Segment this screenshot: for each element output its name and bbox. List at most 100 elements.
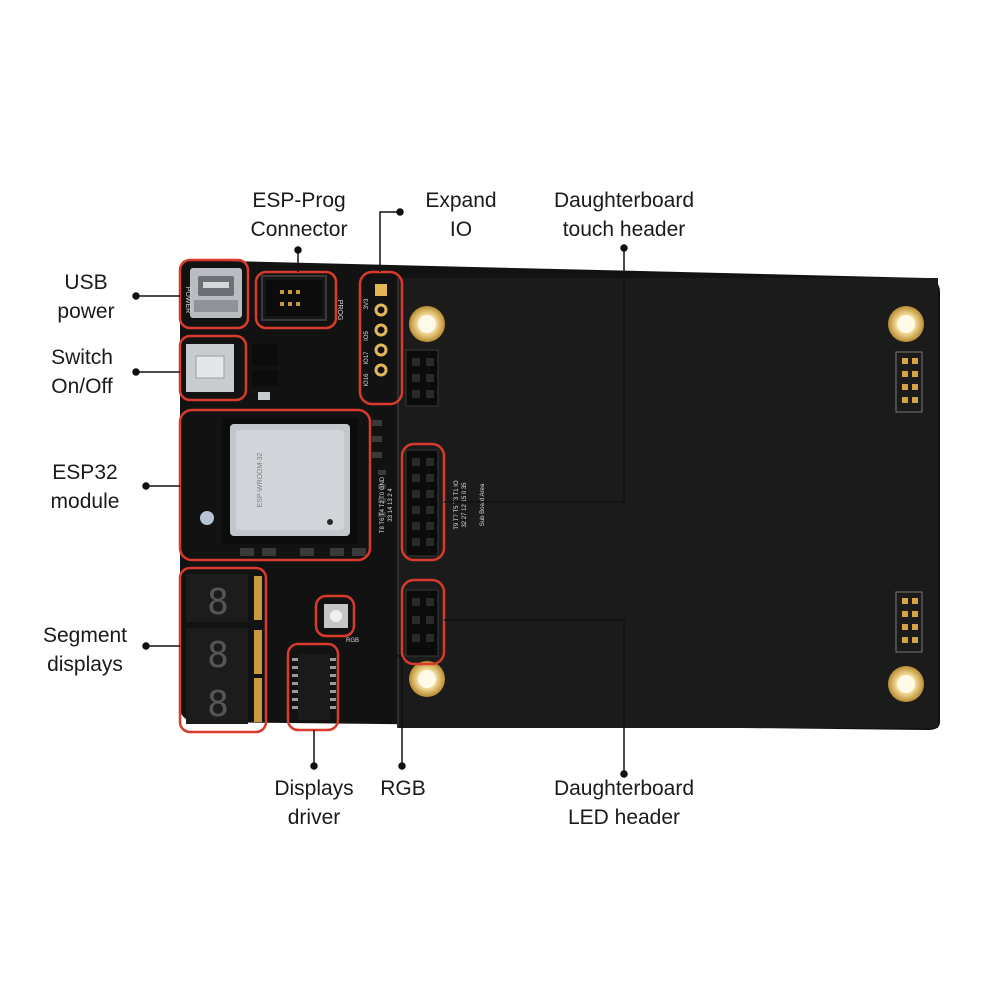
leader-touch-header bbox=[444, 248, 625, 503]
expand-io-pins-icon bbox=[374, 284, 388, 377]
header-pin bbox=[426, 474, 434, 482]
rgb-silkscreen: RGB bbox=[346, 638, 359, 644]
mounting-hole-icon bbox=[888, 306, 924, 342]
leader-rgb bbox=[353, 629, 403, 766]
label-touch-header: Daughterboard touch header bbox=[553, 189, 695, 241]
touch-pin-row: 33 14 13 2 4 bbox=[388, 488, 394, 522]
callout-led-header bbox=[400, 578, 446, 666]
daughterboard-connector-icon bbox=[895, 351, 923, 413]
callout-segment bbox=[178, 566, 268, 734]
rgb-led-icon bbox=[324, 604, 348, 628]
header-pin bbox=[412, 490, 420, 498]
header-pin bbox=[912, 358, 918, 364]
header-pin bbox=[902, 624, 908, 630]
esp-prog-header-icon bbox=[261, 275, 327, 321]
header-pins bbox=[412, 358, 918, 643]
usb-connector-icon bbox=[190, 268, 242, 318]
esp32-module-icon bbox=[200, 418, 358, 544]
header-pin bbox=[426, 538, 434, 546]
header-pin bbox=[426, 374, 434, 382]
header-pin bbox=[412, 474, 420, 482]
header-pin bbox=[412, 538, 420, 546]
header-pin bbox=[426, 458, 434, 466]
passive-components bbox=[240, 420, 386, 556]
callout-switch bbox=[178, 334, 248, 402]
header-pin bbox=[902, 371, 908, 377]
segment-display-icon bbox=[186, 628, 262, 676]
header-pin bbox=[426, 490, 434, 498]
label-esp32-module: ESP32 module bbox=[50, 461, 120, 513]
touch-pin-row: T8 T6 T4 T2 T0 GND bbox=[380, 476, 386, 533]
io-pin-label: IO5 bbox=[364, 331, 370, 341]
header-pin bbox=[426, 390, 434, 398]
segment-digit: 8 bbox=[207, 684, 229, 725]
label-expand-io: Expand IO bbox=[425, 189, 497, 241]
segment-display-icon bbox=[186, 574, 262, 622]
leader-expand-io bbox=[379, 211, 400, 272]
label-led-header: Daughterboard LED header bbox=[553, 777, 695, 829]
header-pin bbox=[912, 397, 918, 403]
header-pin bbox=[412, 506, 420, 514]
header-pin bbox=[912, 598, 918, 604]
sub-board-silkscreen: Sub Board Area bbox=[480, 483, 486, 526]
header-pin bbox=[426, 506, 434, 514]
segment-display-icon bbox=[186, 676, 262, 724]
mounting-hole-icon bbox=[409, 306, 445, 342]
header-pin bbox=[902, 611, 908, 617]
callout-esp-prog bbox=[254, 270, 338, 330]
label-rgb: RGB bbox=[380, 777, 426, 800]
touch-pin-row: 32 27 12 15 0 35 bbox=[462, 482, 468, 528]
segment-digit: 8 bbox=[207, 582, 229, 623]
header-pin bbox=[912, 371, 918, 377]
label-usb-power: USB power bbox=[57, 271, 115, 323]
header-pin bbox=[412, 522, 420, 530]
header-pin bbox=[902, 384, 908, 390]
mounting-hole-icon bbox=[409, 661, 445, 697]
callout-expand-io bbox=[358, 270, 404, 406]
header-pin bbox=[412, 390, 420, 398]
leader-lines bbox=[132, 208, 628, 778]
header-pin bbox=[902, 397, 908, 403]
header-pin bbox=[902, 598, 908, 604]
label-esp-prog: ESP-Prog Connector bbox=[250, 189, 348, 241]
touch-pin-row: T9 T7 T5 T3 T1 IO bbox=[454, 480, 460, 530]
header-pin bbox=[412, 458, 420, 466]
mounting-hole-icon bbox=[888, 666, 924, 702]
header-pin bbox=[912, 384, 918, 390]
header-pin bbox=[426, 598, 434, 606]
header-pin bbox=[426, 616, 434, 624]
io-pin-label: 3V3 bbox=[364, 298, 370, 309]
sub-board-area bbox=[398, 278, 938, 728]
header-pin bbox=[902, 637, 908, 643]
callout-rgb bbox=[314, 594, 356, 638]
module-silkscreen: ESP-WROOM-32 bbox=[257, 452, 264, 507]
header-pin bbox=[426, 634, 434, 642]
header-pin bbox=[912, 624, 918, 630]
header-pin bbox=[426, 522, 434, 530]
display-driver-chip-icon bbox=[292, 654, 336, 720]
header-pin bbox=[412, 374, 420, 382]
power-silkscreen: POWER bbox=[184, 287, 191, 313]
io-pin-label: IO17 bbox=[364, 351, 370, 365]
daughterboard-connector-icon bbox=[895, 591, 923, 653]
leader-led-header bbox=[444, 619, 625, 774]
header-pin bbox=[426, 358, 434, 366]
callout-usb bbox=[178, 258, 250, 330]
header-pin bbox=[902, 358, 908, 364]
header-pin bbox=[912, 611, 918, 617]
io-pin-label: IO16 bbox=[364, 373, 370, 387]
header-pin bbox=[412, 358, 420, 366]
header-pin bbox=[412, 616, 420, 624]
callout-esp32 bbox=[178, 408, 372, 562]
header-pin bbox=[912, 637, 918, 643]
header-pin bbox=[412, 634, 420, 642]
segment-digit: 8 bbox=[207, 635, 229, 676]
label-switch: Switch On/Off bbox=[51, 346, 113, 398]
label-segment-displays: Segment displays bbox=[42, 624, 128, 676]
header-pin bbox=[412, 598, 420, 606]
callout-driver bbox=[286, 642, 340, 732]
label-displays-driver: Displays driver bbox=[274, 777, 354, 829]
prog-silkscreen: PROG bbox=[336, 300, 343, 321]
